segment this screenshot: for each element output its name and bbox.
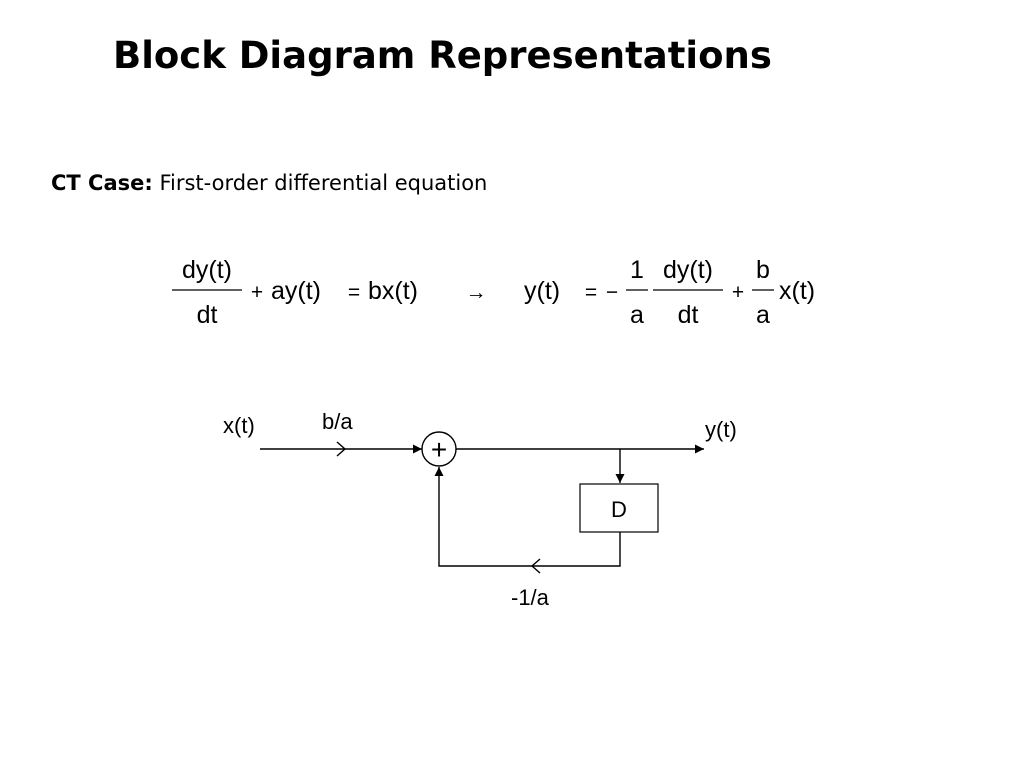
eq-term-ay: ay(t) <box>271 277 321 305</box>
eq-frac2-denominator: dt <box>678 301 699 329</box>
delay-block-label: D <box>611 497 627 522</box>
eq-equals-2: = <box>585 281 597 304</box>
eq-plus-2: + <box>732 281 744 304</box>
differential-equation: dy(t) dt + ay(t) = bx(t) → y(t) = − 1 a … <box>172 256 815 329</box>
eq-lhs-denominator: dt <box>197 301 218 329</box>
slide-title: Block Diagram Representations <box>113 34 772 77</box>
eq-implies-arrow: → <box>466 281 487 304</box>
eq-equals-1: = <box>348 281 360 304</box>
eq-lhs-numerator: dy(t) <box>182 256 232 284</box>
subtitle-text: First-order differential equation <box>159 171 488 195</box>
subtitle: CT Case: First-order differential equati… <box>51 168 487 198</box>
forward-gain-mark <box>336 441 347 457</box>
forward-gain-label: b/a <box>322 409 353 434</box>
output-label: y(t) <box>705 417 737 442</box>
subtitle-lead: CT Case: <box>51 171 153 195</box>
eq-frac1-denominator: a <box>630 301 644 329</box>
eq-minus: − <box>606 281 618 304</box>
eq-frac2-numerator: dy(t) <box>663 256 713 284</box>
eq-term-x: x(t) <box>779 277 815 305</box>
delay-block <box>579 483 659 533</box>
feedback-gain-mark <box>530 558 541 574</box>
feedback-path <box>434 467 621 567</box>
input-label: x(t) <box>223 413 255 438</box>
eq-plus-1: + <box>251 281 263 304</box>
eq-frac1-numerator: 1 <box>630 256 644 284</box>
eq-frac3-denominator: a <box>756 301 770 329</box>
feedback-gain-label: -1/a <box>511 585 550 610</box>
eq-rhs-y: y(t) <box>524 277 560 305</box>
eq-frac3-numerator: b <box>756 256 770 284</box>
eq-term-bx: bx(t) <box>368 277 418 305</box>
summing-plus-sign: + <box>431 434 447 465</box>
